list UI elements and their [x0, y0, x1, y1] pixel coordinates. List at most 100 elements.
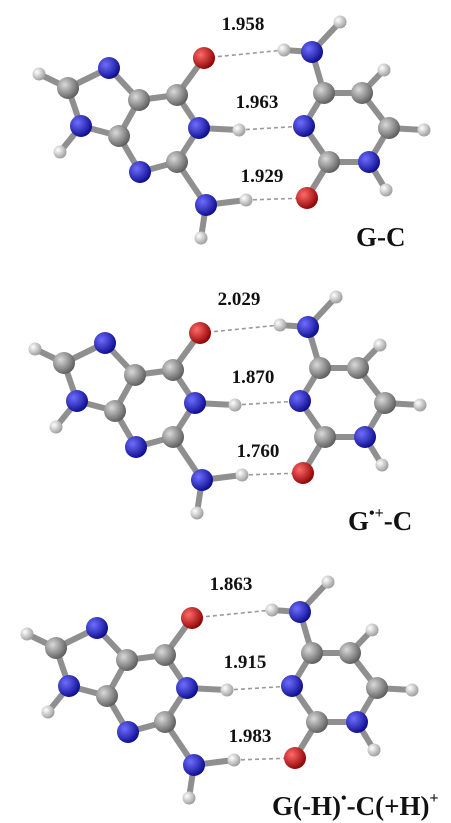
nitrogen-atom: [66, 390, 88, 412]
nitrogen-atom: [183, 754, 205, 776]
nitrogen-atom: [129, 161, 151, 183]
nitrogen-atom: [293, 115, 315, 137]
hydrogen-bond-line: [238, 125, 305, 131]
hydrogen-atom: [190, 506, 204, 520]
hydrogen-atom: [367, 743, 381, 757]
carbon-atom: [374, 392, 396, 414]
hydrogen-atom: [321, 575, 335, 589]
carbon-atom: [124, 364, 146, 386]
carbon-atom: [378, 117, 400, 139]
pair-title: G(-H)•-C(+H)+: [272, 790, 439, 821]
hydrogen-atom: [375, 458, 389, 472]
base-pair-panel-1: 1.958 1.963 1.929: [32, 14, 431, 245]
carbon-atom: [301, 642, 323, 664]
hydrogen-atom: [220, 683, 234, 697]
hydrogen-atom: [53, 145, 67, 159]
carbon-atom: [154, 644, 176, 666]
hbond-distance-label: 2.029: [218, 289, 261, 310]
title-superscript: •+: [369, 505, 384, 522]
carbon-atom: [166, 151, 188, 173]
carbon-atom: [162, 426, 184, 448]
oxygen-atom: [284, 747, 306, 769]
carbon-atom: [128, 89, 150, 111]
carbon-atom: [154, 711, 176, 733]
hydrogen-atom: [405, 683, 419, 697]
carbon-atom: [351, 82, 373, 104]
hydrogen-bond-line: [203, 49, 285, 59]
nitrogen-atom: [301, 41, 323, 63]
hydrogen-atom: [28, 342, 42, 356]
nitrogen-atom: [98, 57, 120, 79]
hydrogen-atom: [277, 43, 291, 57]
carbon-atom: [108, 125, 130, 147]
hydrogen-atom: [413, 398, 427, 412]
pair-title: G-C: [356, 222, 406, 252]
carbon-atom: [314, 426, 336, 448]
carbon-atom: [318, 151, 340, 173]
hydrogen-atom: [32, 67, 46, 81]
hydrogen-atom: [365, 623, 379, 637]
title-superscript: +: [429, 790, 438, 807]
nitrogen-atom: [191, 469, 213, 491]
title-text: G-C: [356, 222, 406, 252]
nitrogen-atom: [195, 194, 217, 216]
pair-title: G•+-C: [348, 505, 412, 536]
hydrogen-atom: [49, 420, 63, 434]
nitrogen-atom: [297, 316, 319, 338]
nitrogen-atom: [86, 617, 108, 639]
hbond-distance-label: 1.963: [236, 92, 279, 113]
carbon-atom: [104, 400, 126, 422]
carbon-atom: [166, 84, 188, 106]
hydrogen-bond-line: [191, 609, 273, 619]
hydrogen-atom: [329, 290, 343, 304]
title-text: -C(+H): [347, 791, 430, 821]
carbon-atom: [306, 711, 328, 733]
hbond-distance-label: 1.870: [232, 367, 275, 388]
hydrogen-bond-line: [226, 685, 293, 691]
nitrogen-atom: [358, 151, 380, 173]
hydrogen-bond-line: [199, 324, 281, 334]
carbon-atom: [347, 357, 369, 379]
carbon-atom: [57, 77, 79, 99]
hbond-distance-label: 1.958: [222, 14, 265, 35]
carbon-atom: [45, 637, 67, 659]
oxygen-atom: [296, 187, 318, 209]
hydrogen-atom: [20, 627, 34, 641]
hydrogen-atom: [373, 338, 387, 352]
hydrogen-atom: [228, 398, 242, 412]
nitrogen-atom: [94, 332, 116, 354]
hydrogen-atom: [417, 123, 431, 137]
hydrogen-atom: [239, 193, 253, 207]
carbon-atom: [366, 677, 388, 699]
oxygen-atom: [193, 47, 215, 69]
hydrogen-bond-line: [234, 400, 301, 406]
carbon-atom: [96, 685, 118, 707]
carbon-atom: [313, 82, 335, 104]
carbon-atom: [339, 642, 361, 664]
hydrogen-atom: [194, 231, 208, 245]
hbond-distance-label: 1.929: [241, 166, 284, 187]
oxygen-atom: [189, 322, 211, 344]
nitrogen-atom: [188, 117, 210, 139]
nitrogen-atom: [289, 601, 311, 623]
title-superscript: •: [341, 790, 347, 807]
carbon-atom: [309, 357, 331, 379]
hydrogen-atom: [333, 15, 347, 29]
title-text: G(-H): [272, 791, 341, 821]
title-text: G: [348, 506, 369, 536]
nitrogen-atom: [176, 677, 198, 699]
nitrogen-atom: [184, 392, 206, 414]
hydrogen-atom: [377, 63, 391, 77]
nitrogen-atom: [281, 675, 303, 697]
nitrogen-atom: [117, 721, 139, 743]
carbon-atom: [116, 649, 138, 671]
hydrogen-atom: [182, 791, 196, 805]
nitrogen-atom: [125, 436, 147, 458]
oxygen-atom: [181, 607, 203, 629]
oxygen-atom: [292, 462, 314, 484]
hydrogen-atom: [273, 318, 287, 332]
carbon-atom: [162, 359, 184, 381]
hydrogen-atom: [41, 705, 55, 719]
